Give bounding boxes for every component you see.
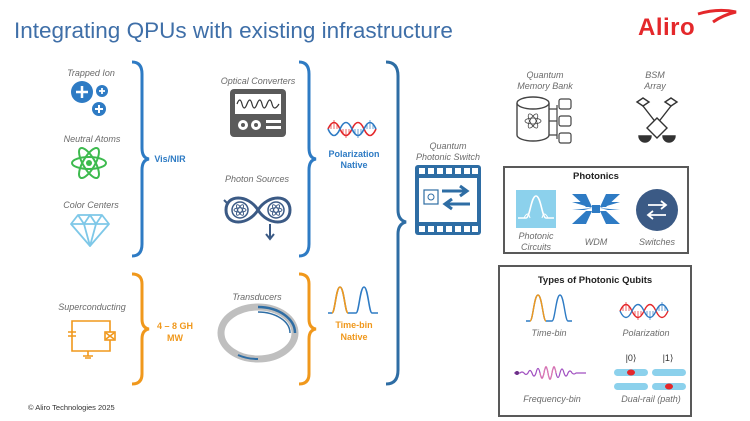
trapped-ion-icon [71, 81, 108, 116]
timebin-label: Time-bin [531, 328, 567, 338]
vis-nir-label: Vis/NIR [154, 154, 186, 164]
polarization-native-label-2: Native [340, 160, 368, 170]
frequency-bin-icon [514, 365, 586, 381]
microwave-brace [131, 272, 150, 386]
memory-bank-icon [516, 96, 572, 144]
timebin-icon [526, 294, 572, 322]
bsm-label-2: Array [644, 81, 666, 91]
bsm-label-1: BSM [645, 70, 665, 80]
frequency-bin-label: Frequency-bin [523, 394, 581, 404]
superconducting-circuit-icon [68, 320, 116, 359]
ket-0-label: |0⟩ [625, 353, 637, 363]
photonic-circuits-label-1: Photonic [518, 231, 554, 241]
photon-sources-label: Photon Sources [224, 174, 290, 184]
switch-label-1: Quantum [429, 141, 467, 151]
mw-label: MW [167, 333, 183, 343]
visible-brace [131, 60, 150, 258]
photonic-circuits-label-2: Circuits [520, 242, 551, 252]
page-title: Integrating QPUs with existing infrastru… [14, 18, 453, 43]
dual-rail-icon [614, 369, 686, 390]
memory-bank-label-1: Quantum [526, 70, 564, 80]
polarization-icon [619, 302, 669, 320]
polarization-wave-icon [327, 120, 377, 138]
timebin-native-label-2: Native [340, 332, 368, 342]
photonic-circuit-icon [516, 190, 556, 228]
qubit-types-title: Types of Photonic Qubits [537, 275, 653, 286]
dual-rail-label: Dual-rail (path) [621, 394, 681, 404]
superconducting-label: Superconducting [58, 302, 126, 312]
bsm-array-icon [635, 97, 679, 143]
optical-converters-label: Optical Converters [220, 76, 296, 86]
switch-arrows-icon [636, 189, 678, 231]
atom-icon [71, 146, 107, 180]
main-brace [385, 60, 407, 386]
ghz-label: 4 – 8 GH [156, 321, 194, 331]
polarization-label: Polarization [622, 328, 670, 338]
switch-label-2: Photonic Switch [415, 152, 481, 162]
wdm-icon [572, 194, 620, 224]
switches-label: Switches [638, 237, 675, 247]
neutral-atoms-label: Neutral Atoms [63, 134, 121, 144]
transducer-icon [217, 303, 299, 363]
optical-converter-icon [230, 89, 286, 137]
timebin-native-label-1: Time-bin [335, 320, 373, 330]
aliro-logo: Aliro [638, 8, 737, 41]
memory-bank-label-2: Memory Bank [517, 81, 573, 91]
photon-source-icon [223, 196, 292, 241]
photonics-title: Photonics [573, 171, 619, 182]
timebin-wave-icon [328, 286, 378, 314]
diamond-icon [70, 214, 110, 247]
color-centers-label: Color Centers [63, 200, 119, 210]
quantum-photonic-switch-icon [415, 165, 481, 235]
polarization-native-label-1: Polarization [328, 149, 380, 159]
transducers-label: Transducers [232, 292, 282, 302]
qubit-types-box [498, 265, 692, 417]
ket-1-label: |1⟩ [662, 353, 674, 363]
trapped-ion-label: Trapped Ion [67, 68, 115, 78]
wdm-label: WDM [584, 237, 608, 247]
converter-blue-brace [298, 60, 317, 258]
converter-orange-brace [298, 272, 317, 386]
copyright: © Aliro Technologies 2025 [28, 403, 115, 412]
svg-text:Aliro: Aliro [638, 14, 695, 41]
